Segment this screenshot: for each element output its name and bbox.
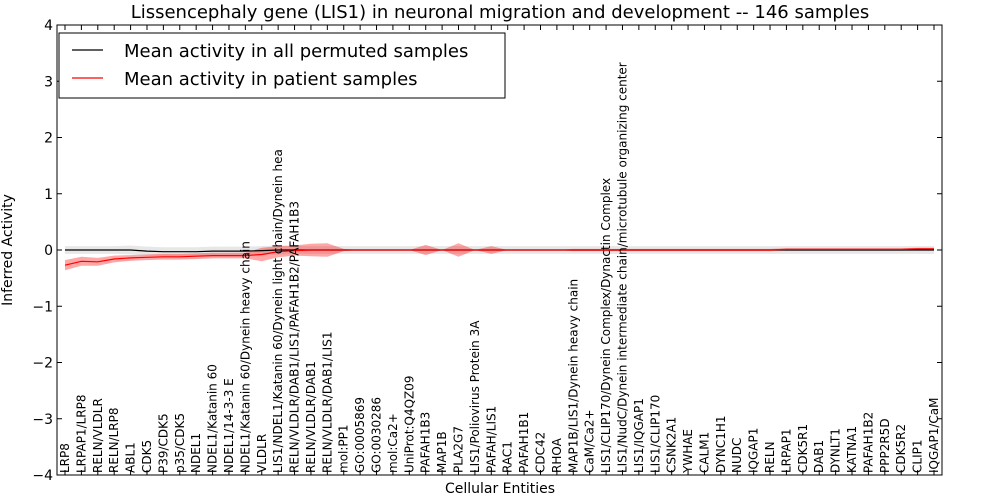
x-tick-label: LIS1/NDEL1/Katanin 60/Dynein light chain…	[271, 149, 285, 473]
x-tick-label: p35/CDK5	[173, 413, 187, 473]
x-tick-label: CSNK2A1	[665, 417, 679, 473]
x-tick-label: IQGAP1	[747, 428, 761, 473]
x-tick-label: LIS1/Poliovirus Protein 3A	[468, 320, 482, 473]
legend: Mean activity in all permuted samples Me…	[58, 32, 506, 99]
x-tick-label: RHOA	[550, 437, 564, 473]
y-axis-label: Inferred Activity	[0, 194, 16, 306]
x-tick-label: PAFAH1B3	[419, 412, 433, 473]
series-lines	[64, 248, 934, 266]
x-tick-label: CLIP1	[911, 440, 925, 473]
x-tick-label: RELN	[763, 441, 777, 473]
x-tick-label: RAC1	[501, 441, 515, 473]
x-tick-label: PPP2R5D	[878, 418, 892, 473]
x-tick-label: CDC42	[534, 432, 548, 473]
y-tick-label: 2	[44, 131, 53, 147]
x-tick-label: PAFAH/LIS1	[484, 406, 498, 473]
y-tick-label: 0	[44, 243, 53, 259]
x-tick-label: LRPAP1/LRP8	[74, 394, 88, 473]
x-tick-label: KATNA1	[845, 426, 859, 473]
y-tick-label: 1	[44, 187, 53, 203]
x-tick-label: LIS1/CLIP170	[648, 395, 662, 473]
x-tick-label: YWHAE	[681, 429, 695, 474]
x-tick-label: NDEL1	[189, 433, 203, 473]
legend-box	[58, 32, 506, 99]
y-ticks: 4 3 2 1 0 −1 −2 −3 −4	[32, 18, 942, 484]
y-tick-label: −3	[32, 412, 53, 428]
y-tick-label: 3	[44, 74, 53, 90]
x-tick-label: RELN/VLDLR	[91, 398, 105, 473]
x-tick-label: LRPAP1	[779, 428, 793, 473]
y-tick-label: −1	[32, 299, 53, 315]
x-tick-label: LIS1/IQGAP1	[632, 398, 646, 473]
x-tick-label: CALM1	[698, 432, 712, 473]
x-tick-label: GO:0030286	[370, 397, 384, 473]
x-tick-label: CaM/Ca2+	[583, 409, 597, 473]
line-patient	[64, 248, 934, 266]
y-tick-label: 4	[44, 18, 53, 34]
x-tick-label: RELN/VLDLR/DAB1/LIS1/PAFAH1B2/PAFAH1B3	[288, 201, 302, 473]
x-tick-label: MAP1B/LIS1/Dynein heavy chain	[566, 279, 580, 473]
x-tick-label: CDK5R1	[796, 424, 810, 473]
y-tick-label: −2	[32, 356, 53, 372]
x-tick-label: IQGAP1/CaM	[927, 398, 941, 474]
x-ticks	[64, 25, 935, 475]
chart-title: Lissencephaly gene (LIS1) in neuronal mi…	[131, 2, 870, 23]
x-tick-label: UniProt:Q4QZ09	[402, 375, 416, 473]
x-tick-label: RELN/LRP8	[107, 407, 121, 473]
legend-label-patient: Mean activity in patient samples	[124, 69, 418, 90]
x-tick-label: ABL1	[124, 442, 138, 473]
x-tick-label: DYNC1H1	[714, 415, 728, 473]
x-tick-label: RELN/VLDLR/DAB1	[304, 361, 318, 473]
x-tick-label: NDEL1/Katanin 60	[206, 364, 220, 473]
x-tick-label: LIS1/NudC/Dynein intermediate chain/micr…	[616, 62, 630, 473]
x-tick-label: RELN/VLDLR/DAB1/LIS1	[320, 332, 334, 473]
legend-label-permuted: Mean activity in all permuted samples	[124, 41, 468, 62]
x-tick-label: LRP8	[58, 443, 72, 473]
x-tick-label: NDEL1/14-3-3 E	[222, 378, 236, 473]
x-tick-label: PAFAH1B2	[861, 412, 875, 473]
x-tick-label: LIS1/CLIP170/Dynein Complex/Dynactin Com…	[599, 178, 613, 473]
x-tick-label: MAP1B	[435, 431, 449, 473]
x-tick-label: PLA2G7	[452, 426, 466, 473]
y-tick-label: −4	[32, 468, 53, 484]
x-tick-label: PAFAH1B1	[517, 412, 531, 473]
x-tick-label: NUDC	[730, 438, 744, 473]
band-permuted	[65, 245, 934, 257]
x-tick-label: P39/CDK5	[156, 413, 170, 473]
x-axis-label: Cellular Entities	[445, 481, 555, 497]
x-tick-label: DAB1	[812, 440, 826, 473]
x-tick-label: NDEL1/Katanin 60/Dynein heavy chain	[238, 241, 252, 473]
x-tick-label: DYNLT1	[829, 428, 843, 473]
x-tick-label: CDK5R2	[894, 424, 908, 473]
x-tick-label: mol:PP1	[337, 424, 351, 473]
x-tick-label: mol:Ca2+	[386, 413, 400, 473]
x-tick-label: VLDLR	[255, 434, 269, 473]
x-tick-label: GO:0005869	[353, 397, 367, 473]
x-tick-label: CDK5	[140, 440, 154, 473]
